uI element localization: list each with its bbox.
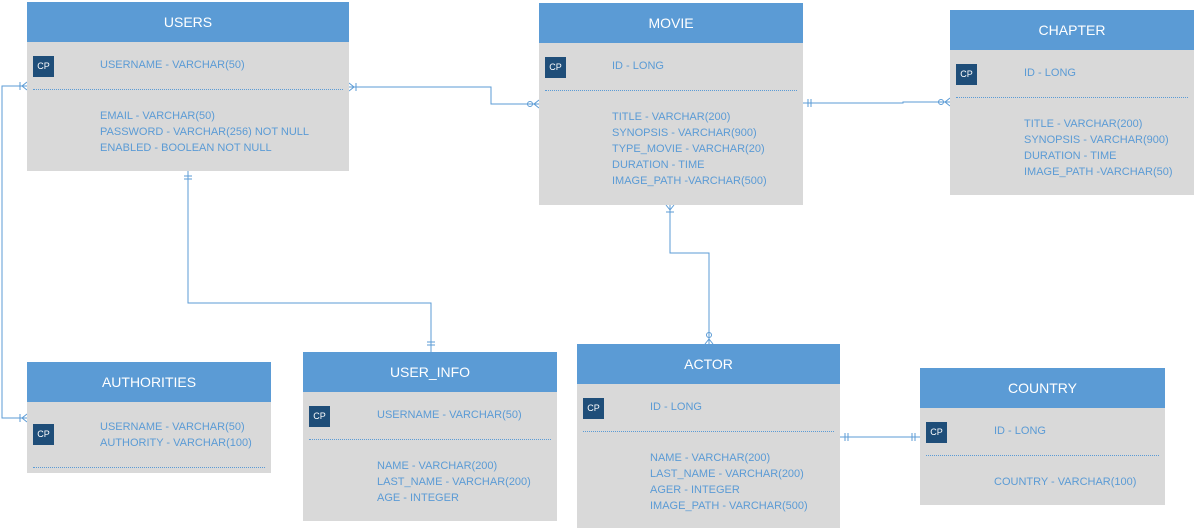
primary-key-row: CP ID - LONG: [920, 408, 1165, 456]
entity-actor[interactable]: ACTOR CP ID - LONG NAME - VARCHAR(200) L…: [577, 344, 840, 528]
primary-key-field: USERNAME - VARCHAR(50): [100, 59, 245, 71]
attribute-list: NAME - VARCHAR(200) LAST_NAME - VARCHAR(…: [377, 458, 531, 506]
attribute-list: TITLE - VARCHAR(200) SYNOPSIS - VARCHAR(…: [612, 109, 767, 189]
primary-key-field: ID - LONG: [612, 60, 664, 72]
rel-users-movie: [349, 86, 539, 105]
entity-title: ACTOR: [577, 344, 840, 384]
attribute-field: LAST_NAME - VARCHAR(200): [377, 476, 531, 488]
crow-foot-authorities: [19, 413, 28, 423]
divider: [583, 431, 834, 432]
attribute-field: DURATION - TIME: [1024, 150, 1117, 162]
attribute-field: COUNTRY - VARCHAR(100): [994, 476, 1137, 488]
entity-authorities[interactable]: AUTHORITIES CP USERNAME - VARCHAR(50) AU…: [27, 362, 271, 473]
entity-title: MOVIE: [539, 3, 803, 43]
cp-badge-icon: CP: [33, 56, 54, 77]
cp-badge-icon: CP: [926, 422, 947, 443]
attribute-field: NAME - VARCHAR(200): [377, 460, 498, 472]
divider: [309, 439, 551, 440]
primary-key-row: CP ID - LONG: [539, 43, 803, 91]
attribute-field: EMAIL - VARCHAR(50): [100, 110, 215, 122]
rel-movie-actor: [669, 205, 710, 344]
crow-foot-users: [348, 82, 357, 92]
entity-user-info[interactable]: USER_INFO CP USERNAME - VARCHAR(50) NAME…: [303, 352, 557, 521]
attribute-list: TITLE - VARCHAR(200) SYNOPSIS - VARCHAR(…: [1024, 116, 1173, 180]
rel-users-userinfo: [187, 171, 432, 352]
primary-key-field: AUTHORITY - VARCHAR(100): [100, 437, 252, 449]
attribute-field: TITLE - VARCHAR(200): [1024, 118, 1143, 130]
one-marker-movie: [807, 99, 812, 107]
entity-users[interactable]: USERS CP USERNAME - VARCHAR(50) EMAIL - …: [27, 2, 349, 171]
entity-title: USERS: [27, 2, 349, 42]
crow-foot-movie: [533, 99, 540, 109]
entity-country[interactable]: COUNTRY CP ID - LONG COUNTRY - VARCHAR(1…: [920, 368, 1165, 505]
attribute-field: NAME - VARCHAR(200): [650, 452, 771, 464]
attribute-field: IMAGE_PATH - VARCHAR(500): [650, 500, 808, 512]
cp-badge-icon: CP: [583, 398, 604, 419]
primary-key-field: USERNAME - VARCHAR(50): [377, 409, 522, 421]
crow-foot-actor: [704, 338, 714, 345]
primary-key-field: ID - LONG: [650, 401, 702, 413]
primary-key-row: CP USERNAME - VARCHAR(50): [27, 42, 349, 90]
rel-users-authorities: [1, 85, 27, 419]
attribute-field: AGE - INTEGER: [377, 492, 459, 504]
primary-key-row: CP USERNAME - VARCHAR(50): [303, 392, 557, 440]
primary-key-field: USERNAME - VARCHAR(50): [100, 421, 245, 433]
primary-key-field: ID - LONG: [1024, 67, 1076, 79]
crow-foot-movie-bottom: [665, 204, 675, 213]
divider: [33, 467, 265, 468]
entity-title: COUNTRY: [920, 368, 1165, 408]
entity-movie[interactable]: MOVIE CP ID - LONG TITLE - VARCHAR(200) …: [539, 3, 803, 205]
attribute-field: PASSWORD - VARCHAR(256) NOT NULL: [100, 126, 310, 138]
zero-marker-movie: [527, 101, 533, 107]
crow-foot-users-left: [19, 81, 28, 91]
cp-badge-icon: CP: [956, 64, 977, 85]
primary-key-row: CP USERNAME - VARCHAR(50) AUTHORITY - VA…: [27, 402, 271, 468]
attribute-field: ENABLED - BOOLEAN NOT NULL: [100, 142, 272, 154]
attribute-field: DURATION - TIME: [612, 159, 705, 171]
primary-key-row: CP ID - LONG: [950, 50, 1194, 98]
attribute-list: COUNTRY - VARCHAR(100): [994, 474, 1136, 490]
attribute-field: IMAGE_PATH -VARCHAR(500): [612, 175, 767, 187]
rel-movie-chapter: [803, 101, 950, 104]
attribute-field: IMAGE_PATH -VARCHAR(50): [1024, 166, 1173, 178]
zero-marker-chapter: [938, 99, 944, 105]
one-marker-users: [184, 175, 192, 180]
one-marker-country: [911, 433, 916, 441]
entity-title: CHAPTER: [950, 10, 1194, 50]
primary-key-field: ID - LONG: [994, 425, 1046, 437]
attribute-field: AGER - INTEGER: [650, 484, 740, 496]
divider: [956, 97, 1188, 98]
cp-badge-icon: CP: [309, 406, 330, 427]
divider: [926, 455, 1159, 456]
attribute-field: TITLE - VARCHAR(200): [612, 111, 731, 123]
primary-key-list: USERNAME - VARCHAR(50) AUTHORITY - VARCH…: [100, 419, 252, 451]
divider: [33, 89, 343, 90]
attribute-field: SYNOPSIS - VARCHAR(900): [612, 127, 757, 139]
one-marker-actor: [844, 433, 849, 441]
entity-title: AUTHORITIES: [27, 362, 271, 402]
crow-foot-chapter: [944, 97, 951, 107]
attribute-list: EMAIL - VARCHAR(50) PASSWORD - VARCHAR(2…: [100, 108, 309, 156]
cp-badge-icon: CP: [545, 57, 566, 78]
attribute-field: SYNOPSIS - VARCHAR(900): [1024, 134, 1169, 146]
attribute-list: NAME - VARCHAR(200) LAST_NAME - VARCHAR(…: [650, 450, 808, 514]
one-marker-userinfo: [427, 341, 435, 346]
entity-chapter[interactable]: CHAPTER CP ID - LONG TITLE - VARCHAR(200…: [950, 10, 1194, 195]
attribute-field: TYPE_MOVIE - VARCHAR(20): [612, 143, 765, 155]
entity-title: USER_INFO: [303, 352, 557, 392]
primary-key-row: CP ID - LONG: [577, 384, 840, 432]
divider: [545, 90, 797, 91]
zero-marker-actor: [706, 332, 712, 338]
cp-badge-icon: CP: [33, 424, 54, 445]
attribute-field: LAST_NAME - VARCHAR(200): [650, 468, 804, 480]
